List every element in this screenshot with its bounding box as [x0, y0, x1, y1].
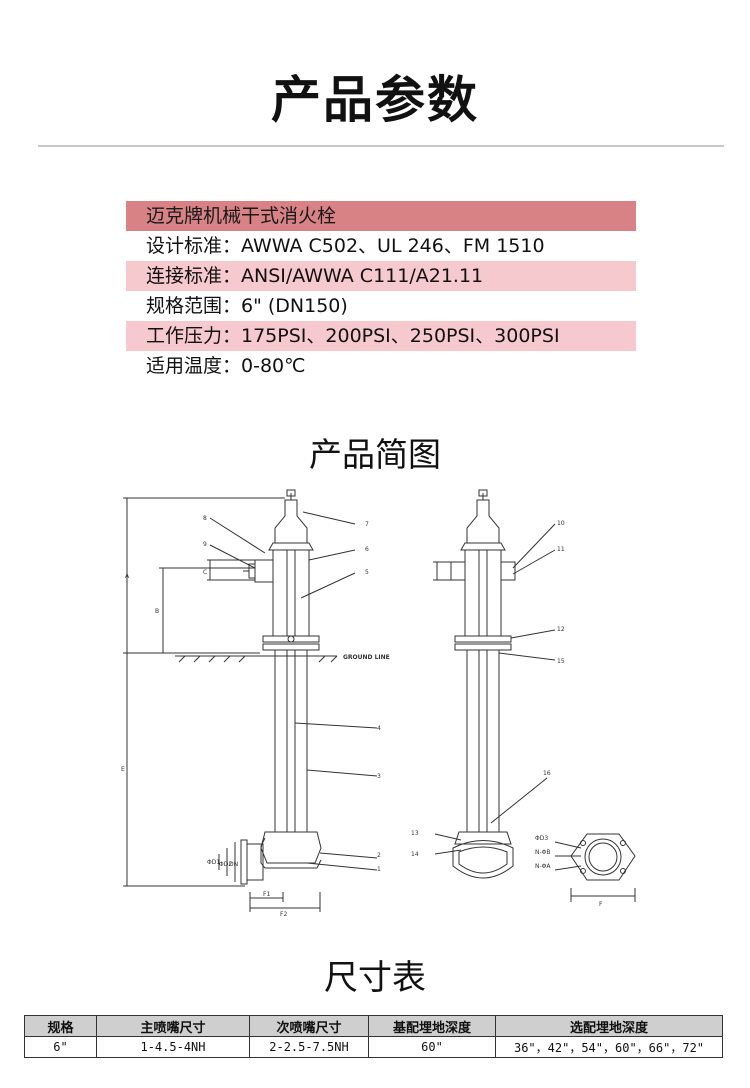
spec-row-design-standard: 设计标准：AWWA C502、UL 246、FM 1510: [126, 231, 636, 261]
table-row: 6" 1-4.5-4NH 2-2.5-7.5NH 60" 36"，42"，54"…: [24, 1036, 723, 1058]
callout-1: 1: [377, 866, 381, 873]
callout-11: 11: [557, 546, 565, 553]
dim-label-a: A: [125, 573, 130, 580]
spec-header: 迈克牌机械干式消火栓: [126, 201, 636, 231]
dim-label-c: C: [203, 569, 207, 576]
callout-14: 14: [411, 851, 419, 858]
callout-8: 8: [203, 515, 207, 522]
dim-label-f: F: [599, 901, 603, 908]
dim-label-e: E: [121, 766, 125, 773]
callout-7: 7: [365, 521, 369, 528]
table-cell: 60": [368, 1036, 496, 1058]
table-header: 基配埋地深度: [368, 1015, 496, 1037]
ground-line-label: GROUND LINE: [343, 654, 390, 661]
spec-table: 迈克牌机械干式消火栓 设计标准：AWWA C502、UL 246、FM 1510…: [126, 201, 636, 381]
callout-10: 10: [557, 520, 565, 527]
spec-row-temperature: 适用温度：0-80℃: [126, 351, 636, 381]
table-cell: 36"，42"，54"，60"，66"，72": [495, 1036, 723, 1058]
spec-row-working-pressure: 工作压力：175PSI、200PSI、250PSI、300PSI: [126, 321, 636, 351]
callout-5: 5: [365, 569, 369, 576]
callout-9: 9: [203, 541, 207, 548]
callout-4: 4: [377, 725, 381, 732]
hydrant-drawing: A B C E F1 F2 ΦD1 ΦD2 DN F ΦD3 N-ΦB N-ΦA…: [121, 489, 636, 918]
dim-label-d1: ΦD1: [207, 859, 220, 866]
callout-13: 13: [411, 830, 419, 837]
dim-label-na: N-ΦA: [535, 863, 551, 870]
table-title: 尺寸表: [324, 958, 426, 998]
dim-label-f1: F1: [263, 891, 270, 898]
callout-12: 12: [557, 626, 565, 633]
callout-3: 3: [377, 773, 381, 780]
table-header: 次喷嘴尺寸: [249, 1015, 369, 1037]
dim-label-nb: N-ΦB: [535, 849, 551, 856]
dim-label-dn: DN: [229, 861, 238, 868]
table-header: 选配埋地深度: [495, 1015, 723, 1037]
spec-row-connection-standard: 连接标准：ANSI/AWWA C111/A21.11: [126, 261, 636, 291]
dimension-table: 规格 主喷嘴尺寸 次喷嘴尺寸 基配埋地深度 选配埋地深度 6" 1-4.5-4N…: [24, 1015, 723, 1058]
dim-label-b: B: [155, 608, 159, 615]
dim-label-f2: F2: [280, 911, 287, 918]
page-title: 产品参数: [271, 71, 479, 129]
callout-2: 2: [377, 852, 381, 859]
dim-label-d3: ΦD3: [535, 835, 548, 842]
table-header: 规格: [24, 1015, 97, 1037]
table-cell: 2-2.5-7.5NH: [249, 1036, 369, 1058]
callout-6: 6: [365, 546, 369, 553]
table-header-row: 规格 主喷嘴尺寸 次喷嘴尺寸 基配埋地深度 选配埋地深度: [24, 1015, 723, 1037]
diagram-title: 产品简图: [309, 435, 441, 474]
title-divider: [38, 145, 724, 147]
spec-row-size-range: 规格范围：6" (DN150): [126, 291, 636, 321]
callout-16: 16: [543, 770, 551, 777]
table-cell: 1-4.5-4NH: [96, 1036, 250, 1058]
table-header: 主喷嘴尺寸: [96, 1015, 250, 1037]
dim-label-d2: ΦD2: [219, 861, 232, 868]
table-cell: 6": [24, 1036, 97, 1058]
callout-15: 15: [557, 658, 565, 665]
